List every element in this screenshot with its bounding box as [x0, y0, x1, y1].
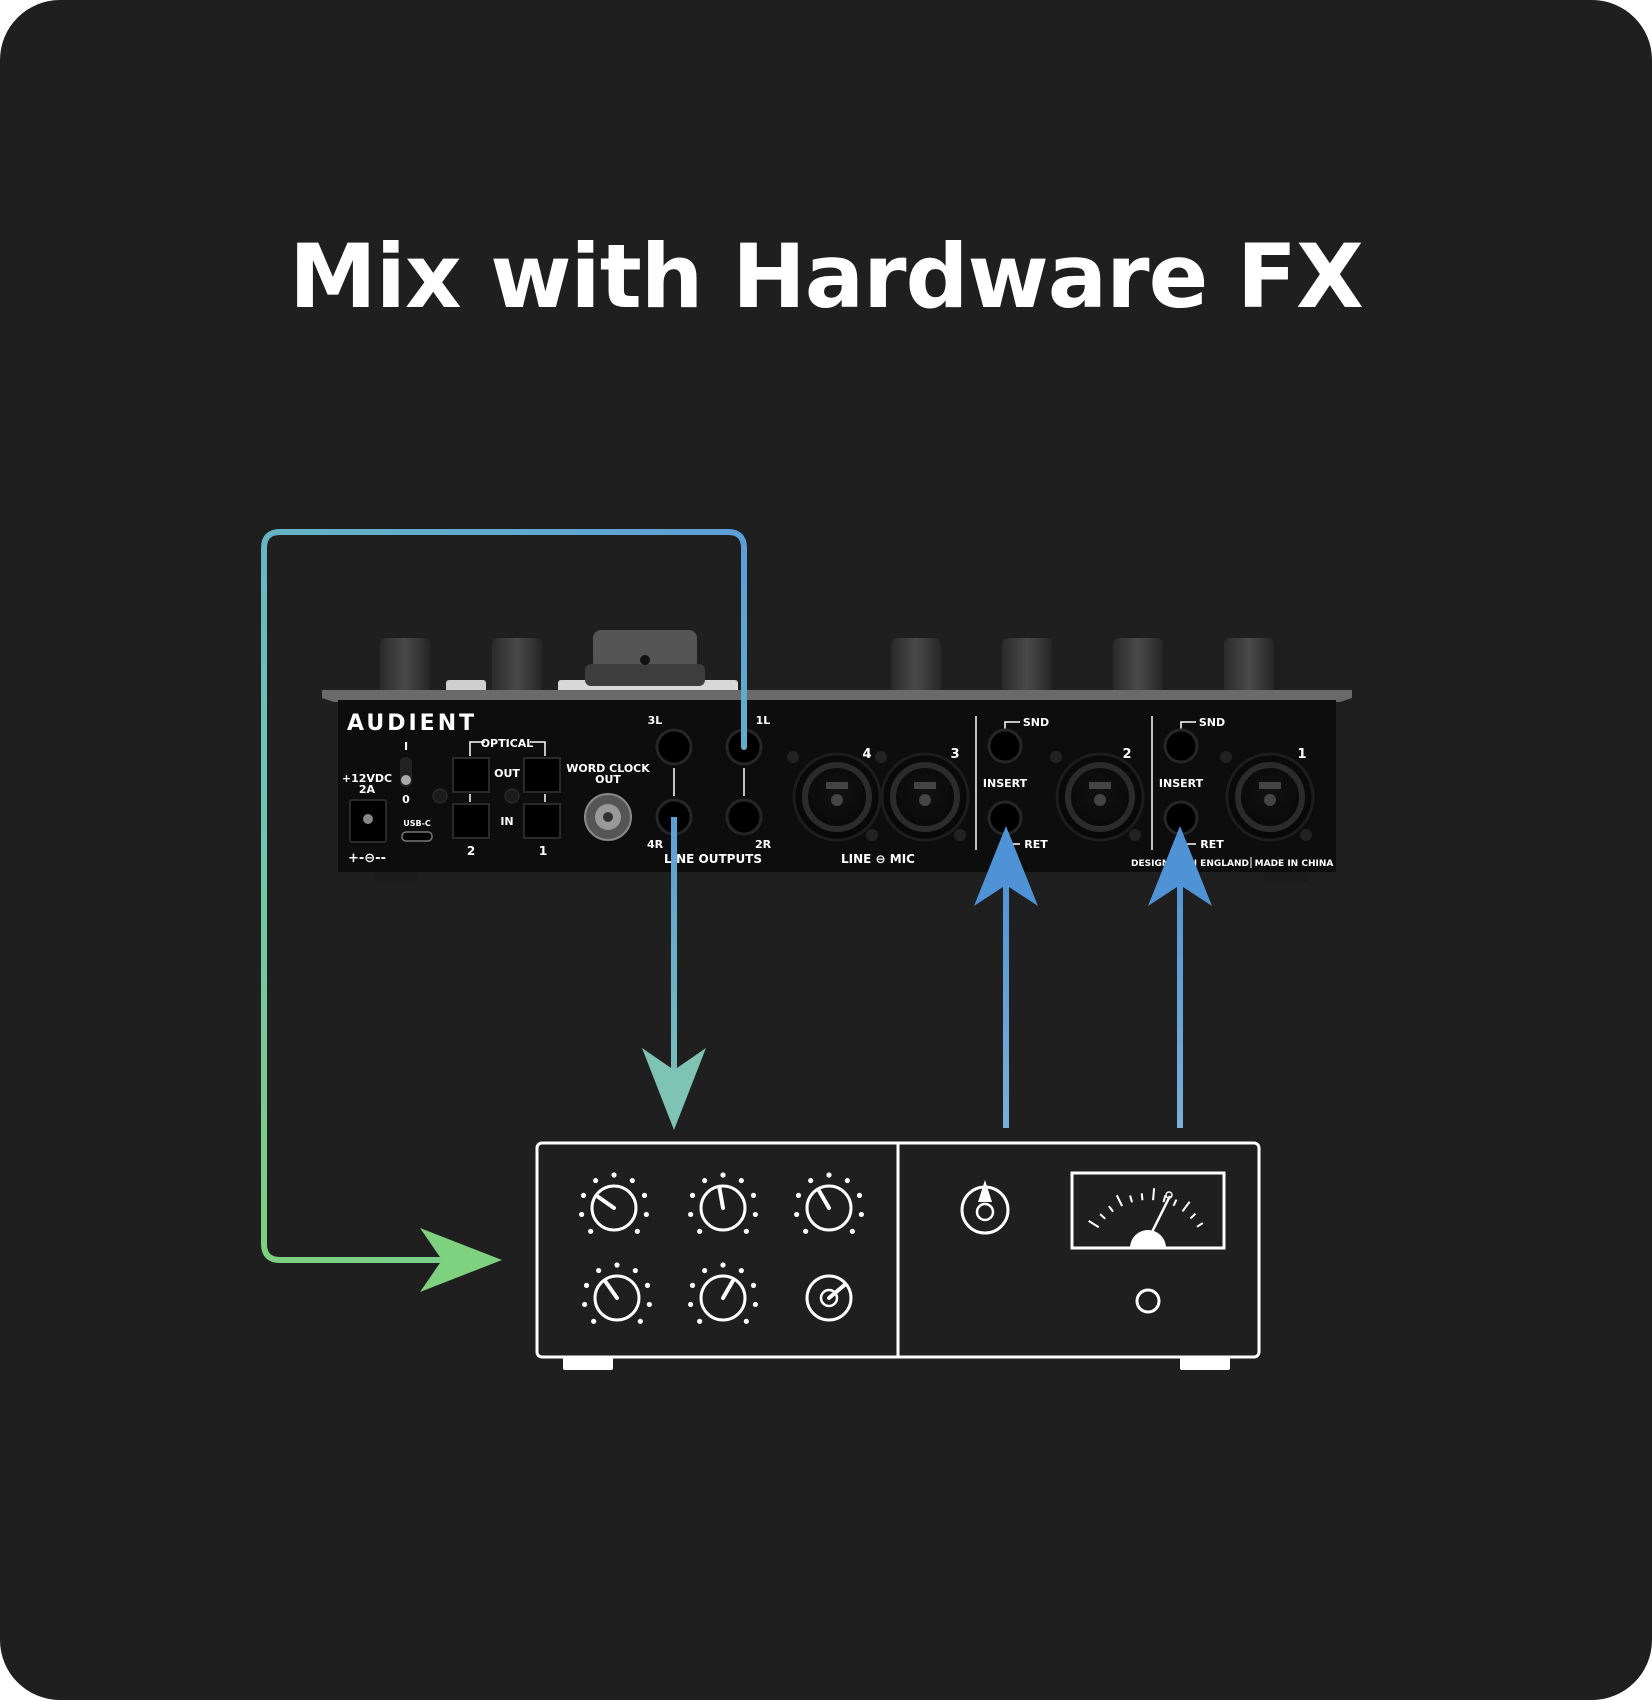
jack-1l-label: 1L [756, 714, 771, 727]
switch-off-label: 0 [402, 793, 410, 806]
power-led-icon [1135, 1288, 1161, 1314]
line-outputs-label: LINE OUTPUTS [664, 852, 762, 866]
insert-label: INSERT [983, 777, 1028, 790]
optical-out-label: OUT [494, 767, 520, 780]
optical-1-label: 1 [539, 844, 547, 858]
optical-port [523, 803, 561, 839]
combo-input-4: 4 [787, 747, 882, 842]
input-3-label: 3 [950, 747, 959, 762]
optical-in-label: IN [500, 815, 513, 828]
line-output-3l-jack [655, 728, 693, 766]
insert-send-jack-2 [987, 728, 1023, 764]
jack-3l-label: 3L [648, 714, 663, 727]
jack-2r-label: 2R [755, 838, 772, 851]
optical-2-label: 2 [467, 844, 475, 858]
page-title: Mix with Hardware FX [289, 225, 1364, 328]
combo-input-1: 1 [1220, 747, 1315, 842]
unit-knobs [579, 1172, 864, 1324]
vu-meter-icon [1070, 1171, 1226, 1250]
brand-label: AUDIENT [347, 711, 477, 736]
audio-interface: AUDIENT +12VDC 2A +-⊖-- I 0 USB-C OPTICA… [322, 630, 1352, 882]
arrow-head-icon [974, 826, 1038, 906]
switch-on-label: I [404, 740, 408, 753]
optical-port [452, 803, 490, 839]
optical-port [523, 757, 561, 793]
knob-icon [582, 1262, 652, 1324]
knob-icon [688, 1262, 758, 1324]
input-4-label: 4 [862, 747, 871, 762]
arrow-head-icon [420, 1228, 502, 1292]
insert-send-jack-1 [1163, 728, 1199, 764]
insert-ret-label: RET [1200, 838, 1224, 851]
made-label: MADE IN CHINA [1255, 859, 1334, 869]
line-output-2r-jack [725, 798, 763, 836]
jack-4r-label: 4R [647, 838, 664, 851]
level-knob-icon [960, 1180, 1010, 1235]
knob-icon [579, 1172, 649, 1234]
insert-ret-label: RET [1024, 838, 1048, 851]
hardware-fx-unit [535, 1141, 1261, 1370]
arrow-head-icon [1148, 826, 1212, 906]
optical-port [452, 757, 490, 793]
power-amp-label: 2A [359, 783, 376, 796]
word-clock-out-label: OUT [595, 773, 621, 786]
knob-icon [805, 1274, 853, 1322]
usb-label: USB-C [403, 819, 431, 828]
optical-label: OPTICAL [481, 737, 534, 750]
usb-port [401, 831, 433, 842]
insert-snd-label: SND [1023, 716, 1049, 729]
top-knobs [380, 630, 1274, 694]
combo-input-2: 2 [1050, 747, 1145, 842]
insert-label: INSERT [1159, 777, 1204, 790]
arrow-head-icon [642, 1048, 706, 1130]
power-label: +12VDC [342, 772, 392, 785]
insert-snd-label: SND [1199, 716, 1225, 729]
connection-line-1l-to-fx [261, 529, 747, 1263]
word-clock-label: WORD CLOCK [566, 762, 650, 775]
connection-arrows [261, 529, 1212, 1292]
unit-foot [1180, 1357, 1230, 1370]
unit-foot [563, 1357, 613, 1370]
input-2-label: 2 [1122, 747, 1131, 762]
line-mic-label: LINE ⊖ MIC [841, 852, 915, 866]
knob-icon [688, 1172, 758, 1234]
input-1-label: 1 [1297, 747, 1306, 762]
polarity-label: +-⊖-- [348, 851, 386, 866]
knob-icon [794, 1172, 864, 1234]
combo-input-3: 3 [875, 747, 970, 842]
